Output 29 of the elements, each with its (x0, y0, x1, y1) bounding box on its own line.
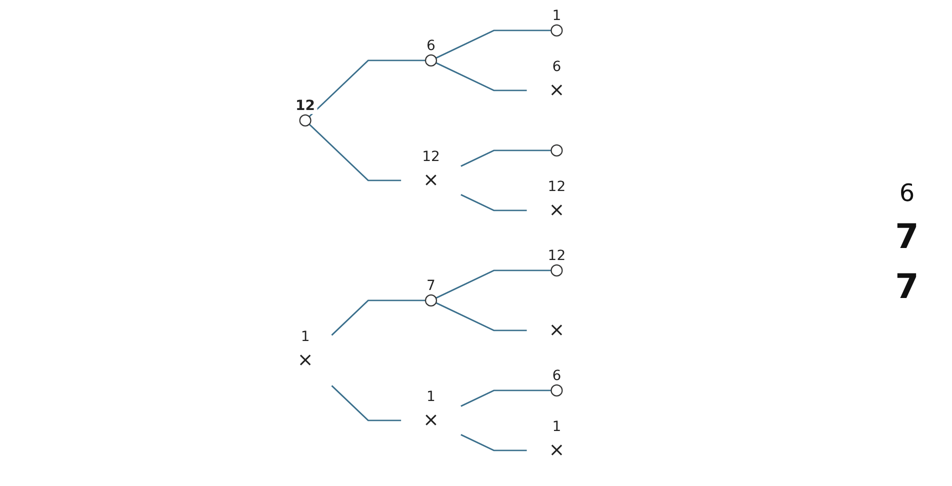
tree-branch (331, 385, 402, 422)
tree-branch (436, 270, 552, 299)
circle-node (550, 264, 563, 276)
circle-node (550, 144, 563, 156)
tree-branch (460, 434, 527, 452)
cross-mark: × (548, 79, 565, 102)
cross-mark: × (423, 409, 439, 432)
circle-node (299, 114, 312, 126)
cross-mark: × (548, 199, 565, 222)
tree-branch (460, 150, 552, 167)
result-number: 7 (895, 267, 919, 307)
tree-branch (331, 300, 426, 336)
circle-node (550, 24, 563, 36)
tree-branch (436, 302, 527, 332)
circle-node (424, 54, 438, 66)
tree-branch (308, 60, 426, 118)
number-label: 6 (899, 179, 915, 207)
tree-branch (436, 62, 527, 92)
cross-mark: × (548, 439, 565, 462)
circle-node (550, 384, 563, 396)
cross-mark: × (423, 169, 439, 192)
tree-branch (460, 390, 552, 407)
result-number: 7 (895, 217, 919, 257)
tree-branch (436, 30, 552, 59)
tree-branch (460, 194, 527, 212)
cross-mark: × (297, 349, 314, 372)
circle-node (424, 294, 438, 306)
tree-branch (308, 124, 402, 182)
cross-mark: × (548, 319, 565, 342)
